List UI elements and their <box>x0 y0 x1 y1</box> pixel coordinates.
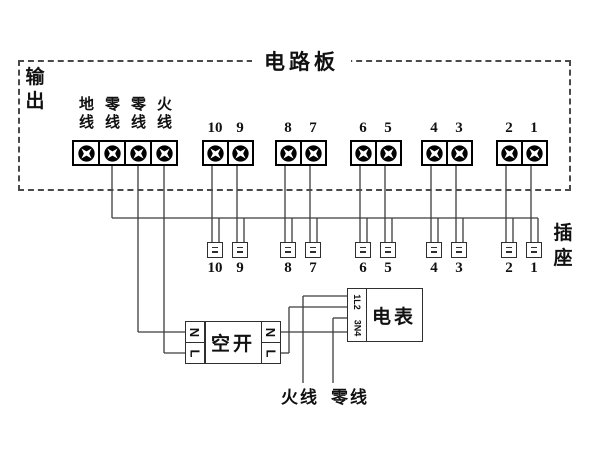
breaker-right-terminals: N L <box>260 321 281 364</box>
socket-number: 10 <box>207 260 223 276</box>
meter-label: 电表 <box>365 288 423 342</box>
socket-number: 7 <box>309 260 317 276</box>
terminal-number: 2 <box>505 120 513 136</box>
socket-number: 5 <box>384 260 392 276</box>
screw-terminal-icon <box>425 144 444 163</box>
output-terminal-label-live: 火线 <box>156 96 172 131</box>
terminal-number: 3 <box>455 120 463 136</box>
terminal-number: 9 <box>236 120 244 136</box>
terminal-cell <box>124 142 150 164</box>
screw-terminal-icon <box>500 144 519 163</box>
terminal-cell <box>446 142 471 164</box>
breaker-label: 空开 <box>204 321 262 364</box>
socket-number: 1 <box>530 260 538 276</box>
supply-neutral-label: 零线 <box>331 388 369 407</box>
terminal-number: 5 <box>384 120 392 136</box>
terminal-pair-2-1 <box>496 140 548 166</box>
screw-terminal-icon <box>450 144 469 163</box>
output-label: 输出 <box>25 67 45 112</box>
terminal-number: 1 <box>530 120 538 136</box>
output-terminal-label-neutral1: 零线 <box>104 96 120 131</box>
socket-group-label: 插座 <box>553 223 573 269</box>
socket-icon <box>305 242 321 258</box>
output-terminal-label-neutral2: 零线 <box>130 96 146 131</box>
screw-terminal-icon <box>231 144 250 163</box>
screw-terminal-icon <box>379 144 398 163</box>
screw-terminal-icon <box>354 144 373 163</box>
terminal-cell <box>352 142 375 164</box>
terminal-pair-8-7 <box>275 140 327 166</box>
terminal-cell <box>375 142 400 164</box>
output-terminal-block <box>72 140 178 166</box>
terminal-cell <box>277 142 300 164</box>
terminal-cell <box>150 142 176 164</box>
socket-icon <box>207 242 223 258</box>
screw-terminal-icon <box>103 144 122 163</box>
screw-terminal-icon <box>525 144 544 163</box>
terminal-cell <box>300 142 325 164</box>
socket-number: 2 <box>505 260 513 276</box>
screw-terminal-icon <box>304 144 323 163</box>
socket-icon <box>526 242 542 258</box>
meter-terminals-live: 1L2 <box>351 294 362 310</box>
socket-number: 9 <box>236 260 244 276</box>
output-terminal-label-ground: 地线 <box>78 96 94 131</box>
supply-live-label: 火线 <box>281 388 319 407</box>
terminal-number: 7 <box>309 120 317 136</box>
terminal-cell <box>204 142 227 164</box>
meter-terminals-neutral: 3N4 <box>351 319 362 337</box>
socket-icon <box>501 242 517 258</box>
terminal-pair-4-3 <box>421 140 473 166</box>
screw-terminal-icon <box>279 144 298 163</box>
terminal-cell <box>423 142 446 164</box>
terminal-pair-10-9 <box>202 140 254 166</box>
circuit-board-title: 电路板 <box>252 45 351 77</box>
socket-icon <box>355 242 371 258</box>
terminal-cell <box>227 142 252 164</box>
meter-terminal-strip: 1L2 3N4 <box>347 288 367 342</box>
screw-terminal-icon <box>155 144 174 163</box>
terminal-number: 6 <box>359 120 367 136</box>
socket-number: 6 <box>359 260 367 276</box>
breaker-terminal-l: L <box>262 349 278 357</box>
breaker-terminal-l: L <box>187 349 203 357</box>
screw-terminal-icon <box>129 144 148 163</box>
terminal-cell <box>74 142 98 164</box>
screw-terminal-icon <box>206 144 225 163</box>
terminal-pair-6-5 <box>350 140 402 166</box>
socket-icon <box>280 242 296 258</box>
socket-icon <box>426 242 442 258</box>
breaker-terminal-n: N <box>261 322 280 343</box>
socket-icon <box>451 242 467 258</box>
breaker-terminal-n: N <box>186 322 204 343</box>
screw-terminal-icon <box>77 144 96 163</box>
socket-number: 3 <box>455 260 463 276</box>
terminal-number: 10 <box>207 120 223 136</box>
socket-number: 8 <box>284 260 292 276</box>
socket-icon <box>380 242 396 258</box>
terminal-cell <box>98 142 124 164</box>
terminal-cell <box>521 142 546 164</box>
socket-number: 4 <box>430 260 438 276</box>
breaker-left-terminals: N L <box>185 321 205 364</box>
terminal-number: 4 <box>430 120 438 136</box>
terminal-cell <box>498 142 521 164</box>
socket-icon <box>232 242 248 258</box>
terminal-number: 8 <box>284 120 292 136</box>
